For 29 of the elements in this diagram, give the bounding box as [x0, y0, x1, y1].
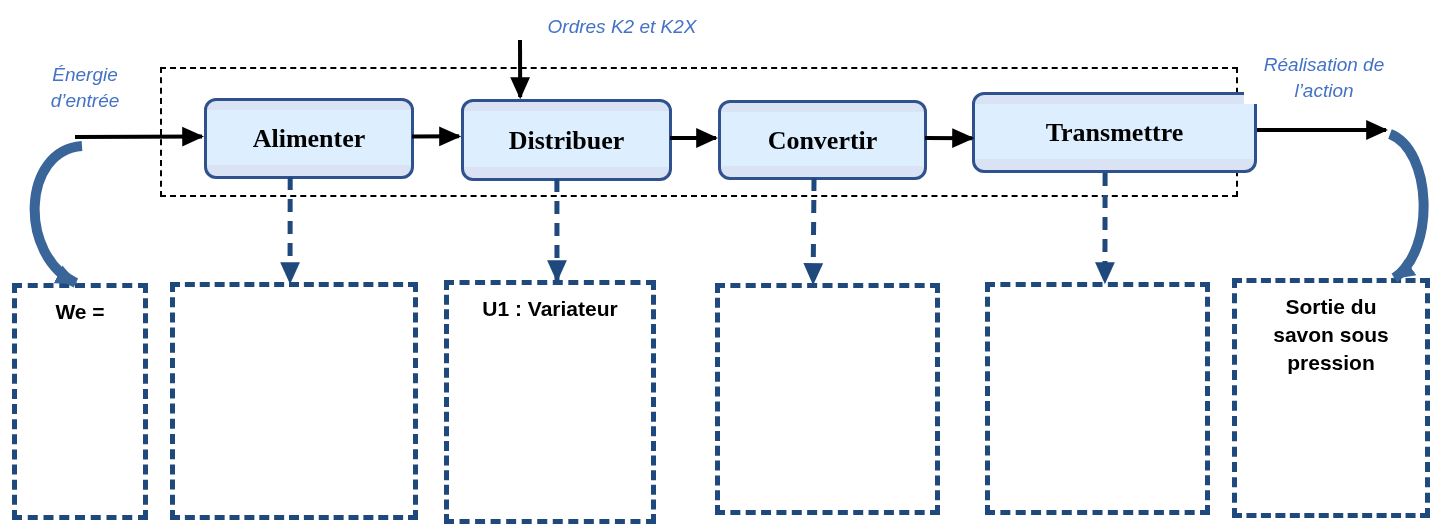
box-text: Transmettre — [1045, 117, 1184, 149]
arrow — [925, 128, 975, 148]
answer-box — [444, 280, 656, 524]
box-text: Alimenter — [252, 123, 366, 155]
arrow — [1257, 120, 1389, 140]
function-box — [204, 98, 414, 179]
arrow — [670, 128, 719, 148]
box-text: U1 : Variateur — [482, 296, 618, 322]
arrow — [547, 179, 567, 283]
answer-box — [170, 282, 418, 520]
box-text: Distribuer — [508, 124, 625, 157]
answer-box — [1232, 278, 1430, 518]
curved-arrow — [1387, 129, 1429, 282]
box-text: Sortie du savon sous pression — [1273, 294, 1389, 376]
curved-arrow — [29, 141, 84, 288]
answer-box — [985, 282, 1210, 515]
function-box — [718, 100, 927, 180]
arrow — [412, 126, 462, 147]
answer-box — [12, 283, 148, 520]
function-box — [461, 99, 672, 181]
arrow — [510, 40, 530, 100]
arrow — [1095, 173, 1115, 285]
arrow — [280, 177, 300, 285]
arrow — [75, 126, 205, 147]
function-box — [972, 92, 1257, 173]
box-text: Convertir — [767, 124, 878, 157]
answer-box — [715, 283, 940, 515]
box-text: We = — [55, 299, 105, 325]
arrow — [803, 178, 824, 286]
